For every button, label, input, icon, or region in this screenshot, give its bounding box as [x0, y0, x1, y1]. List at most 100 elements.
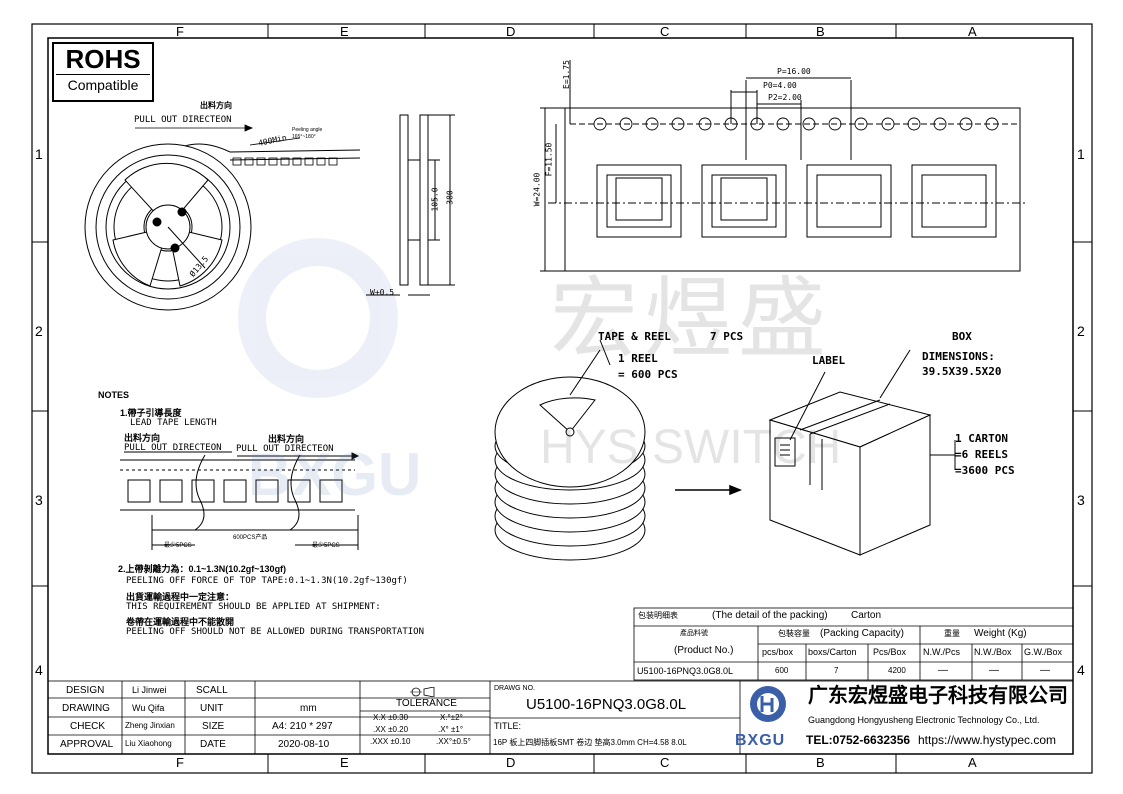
- pt-boxcarton: 7: [834, 666, 839, 675]
- tb-design-value: Li Jinwei: [132, 685, 167, 695]
- reel-peel-angle: Peeling angle: [292, 127, 323, 133]
- tb-scale-label: SCALL: [196, 685, 228, 696]
- pt-h-nwpcs: N.W./Pcs: [923, 647, 961, 657]
- note4-en: PEELING OFF SHOULD NOT BE ALLOWED DURING…: [126, 627, 425, 637]
- tape-dim-f: F=11.50: [544, 142, 554, 177]
- reel-dim-105: 105.0: [430, 187, 440, 212]
- pt-h-pcsbox: pcs/box: [762, 647, 794, 657]
- tb-tol-3b: .XX°±0.5°: [436, 737, 471, 746]
- tb-date-label: DATE: [200, 739, 226, 750]
- notes-empty1: 最少5PCS: [164, 543, 192, 549]
- notes-tape: [120, 451, 360, 550]
- pack-dims: 39.5X39.5X20: [922, 365, 1002, 378]
- pack-6reels: =6 REELS: [955, 448, 1008, 461]
- tb-tol-1b: X.°±2°: [440, 713, 463, 722]
- pack-7pcs: 7 PCS: [710, 330, 744, 343]
- tb-company-en: Guangdong Hongyusheng Electronic Technol…: [808, 715, 1040, 725]
- pt-nwbox: —: [989, 665, 999, 676]
- zone-col-d-bottom: D: [506, 755, 516, 770]
- pt-carton: Carton: [851, 610, 882, 621]
- zone-col-d-top: D: [506, 24, 516, 39]
- note3-cn: 出貨運輸過程中一定注意：: [126, 592, 235, 602]
- pt-cap-en: (Packing Capacity): [820, 628, 904, 639]
- company-logo-icon: [748, 684, 798, 724]
- pt-gwbox: —: [1040, 665, 1050, 676]
- pt-pcsbox: 600: [775, 666, 789, 675]
- pt-h-nwbox: N.W./Box: [974, 647, 1012, 657]
- tb-tol-1a: X.X ±0.30: [373, 713, 409, 722]
- zone-col-f-bottom: F: [176, 755, 184, 770]
- pt-title-en: (The detail of the packing): [712, 610, 828, 621]
- tb-dwg-no: U5100-16PNQ3.0G8.0L: [526, 696, 687, 713]
- pt-cap-cn: 包裝容量: [778, 629, 810, 638]
- tb-check-label: CHECK: [70, 721, 106, 732]
- tb-size-label: SIZE: [202, 721, 225, 732]
- zone-row-1-right: 1: [1077, 146, 1085, 162]
- zone-row-4-right: 4: [1077, 662, 1085, 678]
- pack-600pcs: = 600 PCS: [618, 368, 678, 381]
- notes-dir2-cn: 出料方向: [268, 434, 305, 444]
- zone-row-3-left: 3: [35, 492, 43, 508]
- pack-box: BOX: [952, 330, 972, 343]
- tape-dim-w: W=24.00: [532, 172, 542, 207]
- pt-h-gwbox: G.W./Box: [1024, 647, 1063, 657]
- tb-company-cn: 广东宏煜盛电子科技有限公司: [808, 685, 1068, 707]
- tb-tol-3a: .XXX ±0.10: [370, 737, 411, 746]
- tb-drawing-value: Wu Qifa: [132, 703, 165, 713]
- pt-h-pcsbox2: Pcs/Box: [873, 647, 907, 657]
- pt-title-cn: 包装明细表: [638, 611, 678, 620]
- reel-front-view: [84, 143, 361, 311]
- company-logo-text: BXGU: [735, 732, 786, 749]
- tb-approval-label: APPROVAL: [60, 739, 114, 750]
- zone-col-a-top: A: [968, 24, 977, 39]
- tb-tel: TEL:0752-6632356: [806, 733, 911, 747]
- tb-design-label: DESIGN: [66, 685, 105, 696]
- zone-row-1-left: 1: [35, 146, 43, 162]
- pack-arrow: [675, 484, 743, 496]
- pack-tape-reel: TAPE & REEL: [598, 330, 671, 343]
- rohs-subtitle: Compatible: [56, 74, 150, 95]
- note1-cn: 1.帶子引導長度: [120, 408, 182, 418]
- pack-dims-title: DIMENSIONS:: [922, 350, 995, 363]
- packing-table-lines: [633, 607, 1074, 681]
- note1-en: LEAD TAPE LENGTH: [130, 418, 217, 428]
- pt-prod-en: (Product No.): [674, 645, 734, 656]
- tb-unit-value: mm: [300, 703, 317, 714]
- watermark-logo-text: BXGU: [248, 441, 422, 508]
- reel-dim-w: W+0.5: [370, 288, 395, 297]
- zone-row-4-left: 4: [35, 662, 43, 678]
- watermark-cn: 宏煜盛: [550, 269, 833, 368]
- rohs-title: ROHS: [65, 44, 141, 74]
- note2-cn: 2.上帶剝離力為：0.1~1.3N(10.2gf~130gf): [118, 564, 287, 574]
- tape-pocket-cavities: [596, 164, 997, 238]
- outer-frame: [31, 23, 1093, 774]
- reel-dim-380: 380: [445, 190, 455, 205]
- zone-col-e-top: E: [340, 24, 349, 39]
- carton-box: [768, 349, 956, 556]
- notes-title: NOTES: [98, 390, 130, 400]
- tb-date-value: 2020-08-10: [278, 739, 330, 750]
- stacked-reels: [494, 339, 646, 561]
- reel-side-view: [366, 114, 455, 296]
- notes-len600: 600PCS产品: [233, 535, 268, 541]
- tb-unit-label: UNIT: [200, 703, 224, 714]
- reel-dir-cn: 出料方向: [200, 101, 232, 110]
- zone-col-e-bottom: E: [340, 755, 349, 770]
- zone-col-b-bottom: B: [816, 755, 825, 770]
- tb-check-value: Zheng Jinxian: [125, 721, 175, 730]
- notes-dir-cn: 出料方向: [124, 433, 161, 443]
- tb-url[interactable]: https://www.hystypec.com: [918, 733, 1057, 747]
- zone-col-c-bottom: C: [660, 755, 670, 770]
- note3-en: THIS REQUIREMENT SHOULD BE APPLIED AT SH…: [126, 602, 381, 612]
- tb-tol-2a: .XX ±0.20: [373, 725, 409, 734]
- tape-dim-p: P=16.00: [777, 67, 811, 76]
- watermark-logo: [238, 238, 398, 398]
- sprocket-holes: [593, 117, 999, 131]
- tape-dim-p0: P0=4.00: [763, 81, 797, 90]
- zone-row-2-right: 2: [1077, 323, 1085, 339]
- note2-en: PEELING OFF FORCE OF TOP TAPE:0.1~1.3N(1…: [126, 576, 408, 586]
- pt-h-boxcarton: boxs/Carton: [808, 647, 857, 657]
- zone-col-f-top: F: [176, 24, 184, 39]
- tb-tolerance: TOLERANCE: [396, 698, 457, 709]
- tb-title-label: TITLE:: [494, 721, 522, 731]
